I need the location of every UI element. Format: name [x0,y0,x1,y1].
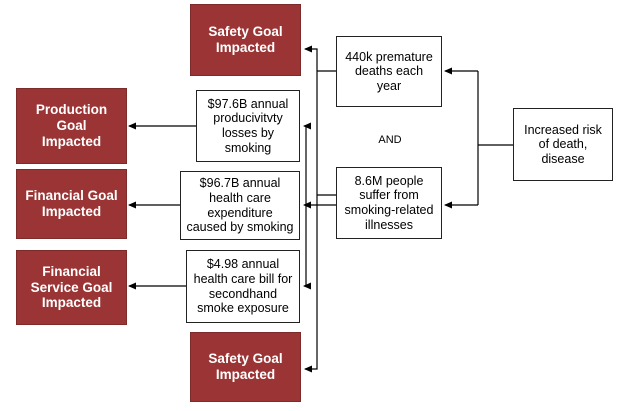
financial-goal-box: Financial Goal Impacted [16,169,127,239]
increased-risk-box: Increased risk of death, disease [513,108,613,181]
and-label: AND [378,134,402,146]
arrow-to-safety-top [304,45,318,71]
premature-deaths-box: 440k premature deaths each year [336,36,442,107]
productivity-losses-box: $97.6B annual producivitvty losses by sm… [196,90,300,162]
arrow-to-safety-bottom [304,71,318,373]
smoking-illnesses-box: 8.6M people suffer from smoking-related … [336,167,442,239]
safety-goal-top-box: Safety Goal Impacted [190,4,301,76]
safety-goal-bottom-box: Safety Goal Impacted [190,332,301,402]
health-care-expenditure-box: $96.7B annual health care expenditure ca… [180,171,300,240]
production-goal-box: Production Goal Impacted [16,88,127,164]
financial-service-goal-box: Financial Service Goal Impacted [16,250,127,325]
secondhand-smoke-box: $4.98 annual health care bill for second… [186,250,300,323]
